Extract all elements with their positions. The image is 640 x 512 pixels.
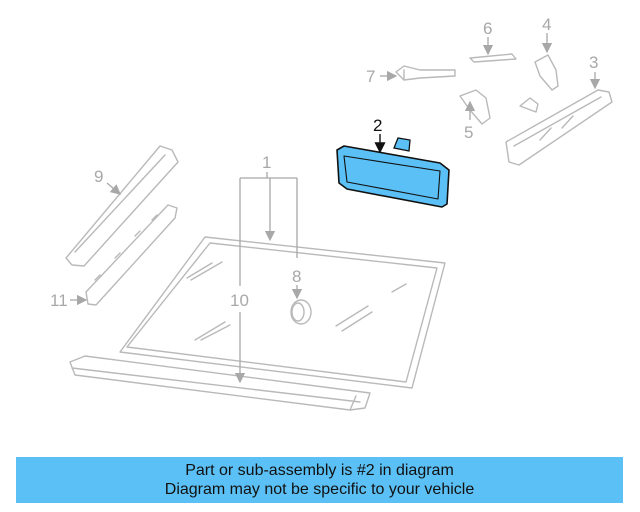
mirror-wire-cover <box>395 65 456 81</box>
callout-10: 10 <box>230 291 249 310</box>
callout-1: 1 <box>262 153 271 172</box>
pillar-trim <box>65 145 179 267</box>
info-banner: Part or sub-assembly is #2 in diagram Di… <box>16 457 623 503</box>
trim-strip <box>469 53 517 63</box>
callout-labels: 1 2 3 4 5 6 7 8 9 10 11 <box>50 15 598 310</box>
callout-11: 11 <box>50 291 68 310</box>
mirror-bracket <box>459 89 491 125</box>
lower-molding <box>69 355 371 411</box>
rearview-mirror-highlighted[interactable] <box>336 137 450 208</box>
callout-4: 4 <box>542 15 551 34</box>
banner-line-part-number: Part or sub-assembly is #2 in diagram <box>185 462 454 479</box>
callout-7: 7 <box>366 67 375 86</box>
pillar-molding <box>85 204 178 306</box>
alt-rearview-mirror <box>505 89 613 166</box>
callout-6: 6 <box>483 19 492 38</box>
windshield-glass <box>119 236 446 389</box>
callout-5: 5 <box>464 123 473 142</box>
sensor-cover <box>290 299 312 325</box>
callout-leaders <box>70 33 601 384</box>
callout-2[interactable]: 2 <box>373 116 382 135</box>
callout-3: 3 <box>589 53 598 72</box>
callout-8: 8 <box>292 267 301 286</box>
callout-9: 9 <box>94 167 103 186</box>
banner-line-disclaimer: Diagram may not be specific to your vehi… <box>164 481 475 498</box>
mirror-mount <box>534 54 559 91</box>
parts-diagram: 1 2 3 4 5 6 7 8 9 10 11 <box>50 15 613 411</box>
